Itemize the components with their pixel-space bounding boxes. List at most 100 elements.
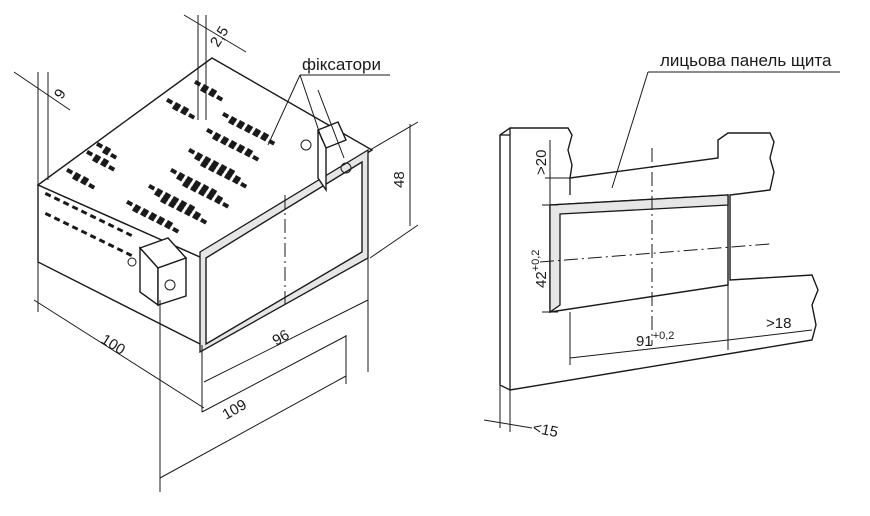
vent-slot	[222, 136, 230, 143]
vent-slot	[72, 175, 80, 182]
dim-100-label: 100	[98, 331, 128, 359]
vent-slot	[108, 165, 116, 172]
dim-9-label: 9	[51, 86, 70, 102]
dim-100	[33, 262, 205, 412]
vent-slot	[71, 225, 79, 231]
vent-slot	[166, 97, 174, 105]
vent-slot	[234, 175, 242, 182]
vent-slot	[200, 217, 208, 225]
vent-slot	[71, 205, 79, 211]
vent-slot	[178, 172, 186, 179]
vent-slot	[236, 122, 244, 130]
vent-slot	[104, 146, 112, 153]
vent-slot	[96, 142, 104, 149]
vent-slot	[170, 199, 178, 206]
vent-slot	[228, 118, 236, 126]
vent-slot	[240, 181, 248, 189]
vent-slot	[107, 222, 115, 229]
vent-slot	[226, 171, 234, 178]
dim-91-label: 91+0,2	[636, 330, 674, 350]
dim-9	[13, 71, 71, 185]
vent-slot	[192, 183, 200, 190]
vent-slot	[214, 132, 222, 139]
vent-slot	[208, 166, 216, 173]
vent-slot	[44, 212, 52, 218]
vent-slot	[86, 150, 94, 157]
dim-96-label: 96	[270, 326, 293, 349]
vent-slot	[172, 104, 180, 112]
vent-slot	[254, 127, 262, 135]
vent-slot	[172, 196, 180, 203]
vent-slot	[210, 163, 218, 170]
vent-slot	[252, 154, 260, 162]
vent-slot	[142, 208, 150, 215]
vent-slot	[222, 112, 230, 119]
device-isometric-view: фіксатори 9 2,5 48 100	[13, 14, 419, 492]
vent-slot	[148, 184, 156, 191]
vent-slot	[176, 175, 184, 182]
side-vents	[44, 192, 133, 257]
latches-label: фіксатори	[302, 55, 381, 74]
vent-slot	[188, 112, 196, 120]
dim-109	[159, 300, 347, 492]
vent-slot	[156, 219, 164, 226]
top-vents	[66, 79, 276, 234]
vent-slot	[230, 115, 238, 123]
dim-15-label: <15	[531, 419, 559, 441]
vent-slot	[102, 158, 110, 165]
vent-slot	[102, 149, 110, 156]
vent-slot	[158, 216, 166, 223]
vent-slot	[184, 210, 192, 217]
vent-slot	[98, 218, 106, 224]
vent-slot	[164, 223, 172, 230]
vent-slot	[206, 193, 214, 201]
dim-48-label: 48	[391, 171, 408, 188]
vent-slot	[202, 184, 210, 191]
vent-slot	[204, 156, 212, 163]
vent-slot	[194, 180, 202, 187]
vent-slot	[212, 135, 220, 142]
vent-slot	[196, 151, 204, 159]
vent-slot	[88, 183, 96, 190]
dim-18	[727, 329, 813, 341]
vent-slot	[210, 88, 218, 95]
vent-slot	[190, 186, 198, 193]
vent-slot	[200, 162, 208, 169]
dim-91	[569, 285, 729, 365]
vent-slot	[202, 159, 210, 166]
vent-slot	[192, 214, 200, 221]
vent-slot	[200, 86, 208, 94]
dim-20-label: >20	[533, 150, 550, 175]
vent-slot	[232, 178, 240, 185]
vent-slot	[212, 160, 220, 167]
vent-slot	[170, 168, 178, 175]
vent-slot	[216, 169, 224, 177]
vent-slot	[244, 151, 252, 158]
vent-slot	[238, 144, 246, 151]
vent-slot	[92, 157, 100, 164]
vent-slot	[176, 205, 184, 213]
vent-slot	[220, 139, 228, 146]
device-front-bezel	[205, 160, 363, 346]
vent-slot	[180, 199, 188, 207]
vent-slot	[89, 234, 97, 240]
dim-20	[545, 140, 572, 205]
vent-slot	[224, 174, 232, 181]
top-latch	[300, 121, 352, 193]
vent-slot	[94, 154, 102, 161]
vent-slot	[126, 199, 134, 207]
vent-slot	[208, 190, 216, 198]
vent-slot	[252, 131, 260, 138]
panel-cutout-view: лицьова панель щита >20 42+0,2 91+0,2 >1…	[483, 51, 840, 441]
panel-face-label: лицьова панель щита	[660, 51, 832, 70]
vent-slot	[80, 209, 88, 215]
vent-slot	[222, 202, 230, 209]
vent-slot	[140, 211, 148, 218]
vent-slot	[62, 220, 70, 227]
vent-slot	[80, 229, 88, 235]
vent-slot	[162, 195, 170, 202]
vent-slot	[125, 251, 133, 257]
vent-slot	[53, 216, 61, 222]
dim-42	[542, 204, 558, 313]
